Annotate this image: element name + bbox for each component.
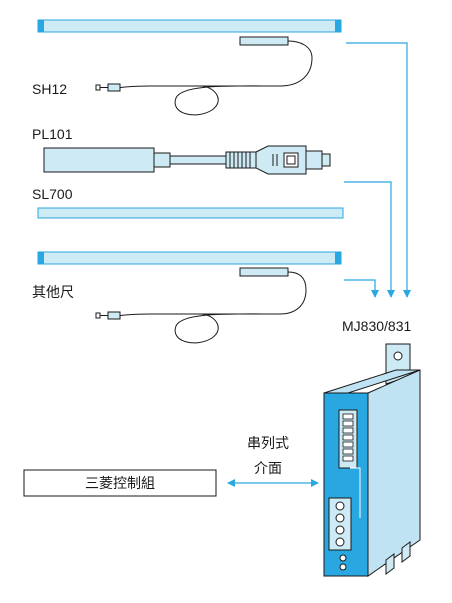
other-scale-end-left <box>38 252 44 264</box>
sh12-cable-coil <box>174 85 281 116</box>
sl700-scale: SL700 <box>32 186 344 219</box>
controller-mount-hole <box>393 351 403 361</box>
mitsubishi-control-box <box>23 469 217 497</box>
pl101-label: PL101 <box>32 126 73 142</box>
other-cable <box>117 271 307 317</box>
serial-interface-label-line1: 串列式 <box>247 436 289 452</box>
other-read-head <box>239 267 289 277</box>
other-scale-bar <box>37 251 342 265</box>
other-scale-end-right <box>335 252 341 264</box>
pl101-body <box>43 147 155 173</box>
controller-terminals <box>335 501 345 547</box>
sl700-link-arrow <box>344 181 395 298</box>
controller-terminal-block <box>328 497 352 551</box>
sl700-scale-bar <box>37 207 344 219</box>
other-link-arrow <box>344 279 379 298</box>
sh12-scale-end-right <box>335 20 341 32</box>
controller-foot-2 <box>401 541 411 563</box>
other-scales-label: 其他尺 <box>32 285 74 301</box>
sh12-read-head <box>239 36 289 46</box>
pl101-unit: PL101 <box>32 126 331 175</box>
other-connector <box>95 311 121 320</box>
sh12-label: SH12 <box>32 81 67 97</box>
sh12-scale-bar <box>37 19 342 33</box>
sh12-connector <box>95 83 121 92</box>
other-cable-coil <box>174 313 281 344</box>
sh12-scale-end-left <box>38 20 44 32</box>
sl700-label: SL700 <box>32 186 73 202</box>
controller-side <box>367 369 421 577</box>
pl101-nose <box>153 152 171 168</box>
pl101-connector <box>225 145 331 175</box>
other-scale: 其他尺 <box>32 251 342 344</box>
controller-label: MJ830/831 <box>342 318 411 334</box>
sh12-link-arrow <box>346 42 411 298</box>
controller-dip-levers <box>342 413 354 462</box>
controller-foot-1 <box>385 553 395 575</box>
controller-internal-wire <box>350 467 361 518</box>
sh12-scale: SH12 <box>32 19 342 116</box>
serial-interface-label-line2: 介面 <box>254 461 282 477</box>
controller-unit <box>323 343 421 577</box>
mitsubishi-control-label: 三菱控制組 <box>85 476 155 492</box>
controller-led-2 <box>339 563 347 571</box>
controller-led-1 <box>339 554 347 562</box>
pl101-cable <box>169 155 227 165</box>
sh12-cable <box>117 40 313 89</box>
